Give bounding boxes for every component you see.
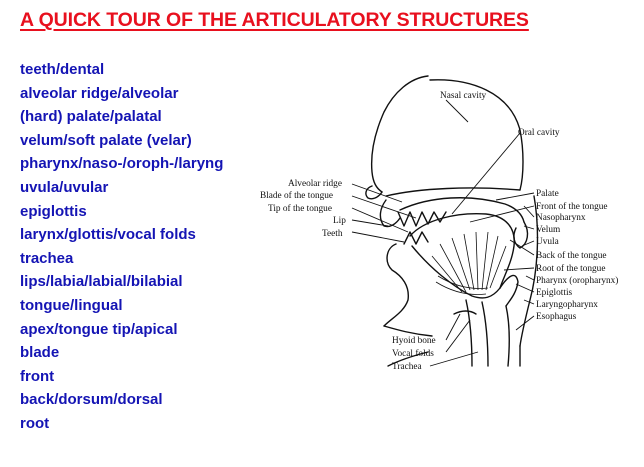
term-item: trachea: [20, 249, 74, 267]
label-palate: Palate: [536, 189, 559, 199]
term-item: uvula/uvular: [20, 178, 109, 196]
slide-title: A QUICK TOUR OF THE ARTICULATORY STRUCTU…: [20, 9, 529, 31]
term-item: back/dorsum/dorsal: [20, 391, 163, 409]
label-epiglottis: Epiglottis: [536, 288, 573, 298]
term-item: larynx/glottis/vocal folds: [20, 226, 196, 244]
term-item: front: [20, 367, 55, 385]
label-vocal-folds: Vocal folds: [392, 348, 434, 359]
label-trachea: Trachea: [392, 362, 422, 372]
term-item: (hard) palate/palatal: [20, 108, 162, 126]
label-uvula: Uvula: [536, 237, 559, 247]
label-tip-of-tongue: Tip of the tongue: [268, 203, 332, 214]
label-blade-of-tongue: Blade of the tongue: [260, 190, 333, 201]
term-item: tongue/lingual: [20, 296, 123, 314]
tongue-fibres: [431, 231, 507, 295]
label-hyoid-bone: Hyoid bone: [392, 336, 436, 346]
label-nasopharynx: Nasopharynx: [536, 213, 586, 223]
label-laryngopharynx: Laryngopharynx: [536, 300, 598, 310]
term-item: epiglottis: [20, 202, 87, 220]
label-alveolar-ridge: Alveolar ridge: [288, 179, 342, 189]
term-item: root: [20, 414, 50, 432]
term-item: teeth/dental: [20, 61, 105, 78]
label-esophagus: Esophagus: [536, 312, 577, 322]
label-lip: Lip: [333, 216, 346, 226]
vocal-tract-diagram: Nasal cavity Oral cavity Alveolar ridge …: [260, 75, 618, 372]
label-teeth: Teeth: [322, 229, 343, 239]
label-back-of-tongue: Back of the tongue: [536, 250, 606, 261]
label-nasal-cavity: Nasal cavity: [440, 91, 487, 101]
head-outline: [365, 75, 539, 367]
term-item: alveolar ridge/alveolar: [20, 84, 179, 102]
label-pharynx: Pharynx (oropharynx): [536, 275, 618, 286]
label-front-of-tongue: Front of the tongue: [536, 201, 608, 212]
teeth-shapes: [397, 211, 447, 245]
term-item: velum/soft palate (velar): [20, 131, 192, 149]
label-root-of-tongue: Root of the tongue: [536, 263, 605, 274]
leader-lines: [351, 99, 535, 367]
term-list: teeth/dental alveolar ridge/alveolar (ha…: [20, 58, 242, 438]
term-item: pharynx/naso-/oroph-/laryng: [20, 155, 224, 173]
term-item: apex/tongue tip/apical: [20, 320, 178, 338]
term-item: blade: [20, 344, 60, 362]
label-velum: Velum: [536, 225, 561, 235]
term-item: lips/labia/labial/bilabial: [20, 273, 183, 291]
label-oral-cavity: Oral cavity: [518, 128, 560, 138]
